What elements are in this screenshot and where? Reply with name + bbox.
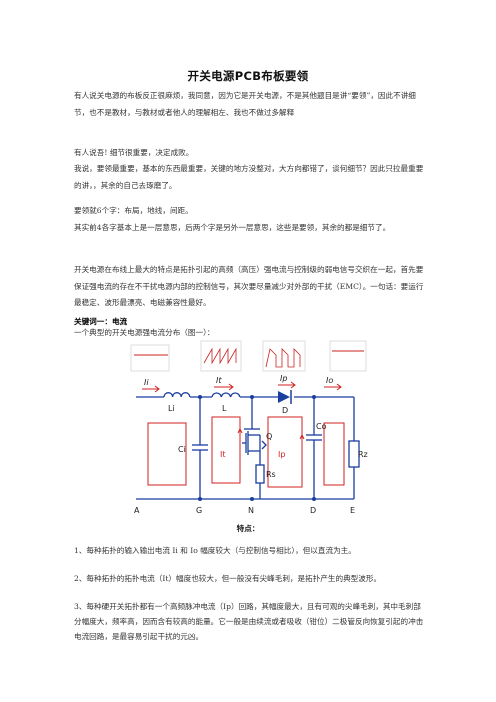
- label-ci: Ci: [178, 445, 186, 454]
- label-q: Q: [266, 432, 272, 441]
- current-loops: [142, 381, 345, 488]
- diagram-caption: 一个典型的开关电源强电流分布（图一）：: [74, 328, 215, 337]
- capacitor-ci: [192, 397, 208, 499]
- node-label-e: E: [350, 506, 355, 515]
- loop-label-ip: Ip: [278, 450, 285, 459]
- resistor-rz: [348, 440, 360, 468]
- intro-paragraph-4: 要领就6个字：布局，地线，间距。: [74, 206, 193, 215]
- current-label-ii: Ii: [144, 378, 149, 387]
- intro-paragraph-1: 有人说关电源的布板反正很麻烦，我同意，因为它是开关电源，不是其他题目是讲“要领”…: [74, 91, 416, 117]
- inductor-l: [211, 392, 241, 398]
- node-label-d: D: [310, 506, 316, 515]
- label-l: L: [222, 404, 227, 413]
- inductor-li: [163, 392, 191, 398]
- label-li: Li: [168, 404, 175, 413]
- feature-point-3: 3、每种硬开关拓扑都有一个高频脉冲电流（Ip）回路，其幅度最大，且有可观的尖峰毛…: [74, 602, 424, 641]
- loop-label-it: It: [220, 450, 226, 459]
- label-d-component: D: [282, 406, 288, 415]
- current-label-it: It: [216, 376, 222, 385]
- junction-dots: [198, 395, 316, 501]
- waveform-panel-ip: [262, 340, 306, 372]
- current-label-ip: Ip: [280, 374, 287, 383]
- label-co: Co: [316, 422, 327, 431]
- intro-paragraph-6: 开关电源在布线上最大的特点是拓扑引起的高频（高压）强电流与控制级的弱电信号交织在…: [74, 265, 424, 307]
- node-label-g: G: [196, 506, 202, 515]
- intro-paragraph-5: 其实前4各字基本上是一层意思，后两个字是另外一层意思，这些是要领，其余的都是细节…: [74, 223, 391, 232]
- feature-point-2: 2、每种拓扑的拓扑电流（It）幅度也较大，但一般没有尖峰毛刺，是拓扑产生的典型波…: [74, 574, 382, 583]
- document-title: 开关电源PCB布板要领: [187, 69, 309, 83]
- circuit-diagram: Ii It Ip Io Li L D Q Ci Co Rs Rz It Ip A…: [130, 340, 368, 515]
- intro-paragraph-3: 我说，要领最重要，基本的东西最重要，关键的地方没整对，大方向都错了，谈何细节？因…: [74, 164, 424, 190]
- diode-d: [278, 390, 292, 404]
- current-label-io: Io: [326, 376, 333, 385]
- intro-paragraph-2: 有人说吾! 细节很重要，决定成败。: [74, 148, 194, 157]
- top-rail: [136, 396, 355, 499]
- waveform-panel-io: [329, 340, 367, 372]
- waveform-panel-ii: [130, 344, 170, 372]
- capacitor-co: [306, 397, 322, 499]
- keyword-heading: 关键词一：电流: [74, 317, 128, 326]
- waveform-panel-it: [200, 340, 242, 372]
- node-label-a: A: [134, 506, 140, 515]
- mosfet-q: [242, 397, 267, 457]
- feature-point-1: 1、每种拓扑的输入输出电流 Ii 和 Io 幅度较大（与控制信号相比），但以直流…: [74, 546, 356, 555]
- label-rs: Rs: [266, 470, 276, 479]
- node-label-n: N: [248, 506, 254, 515]
- resistor-rs: [255, 457, 265, 499]
- label-rz: Rz: [358, 450, 368, 459]
- features-heading: 特点：: [236, 524, 260, 533]
